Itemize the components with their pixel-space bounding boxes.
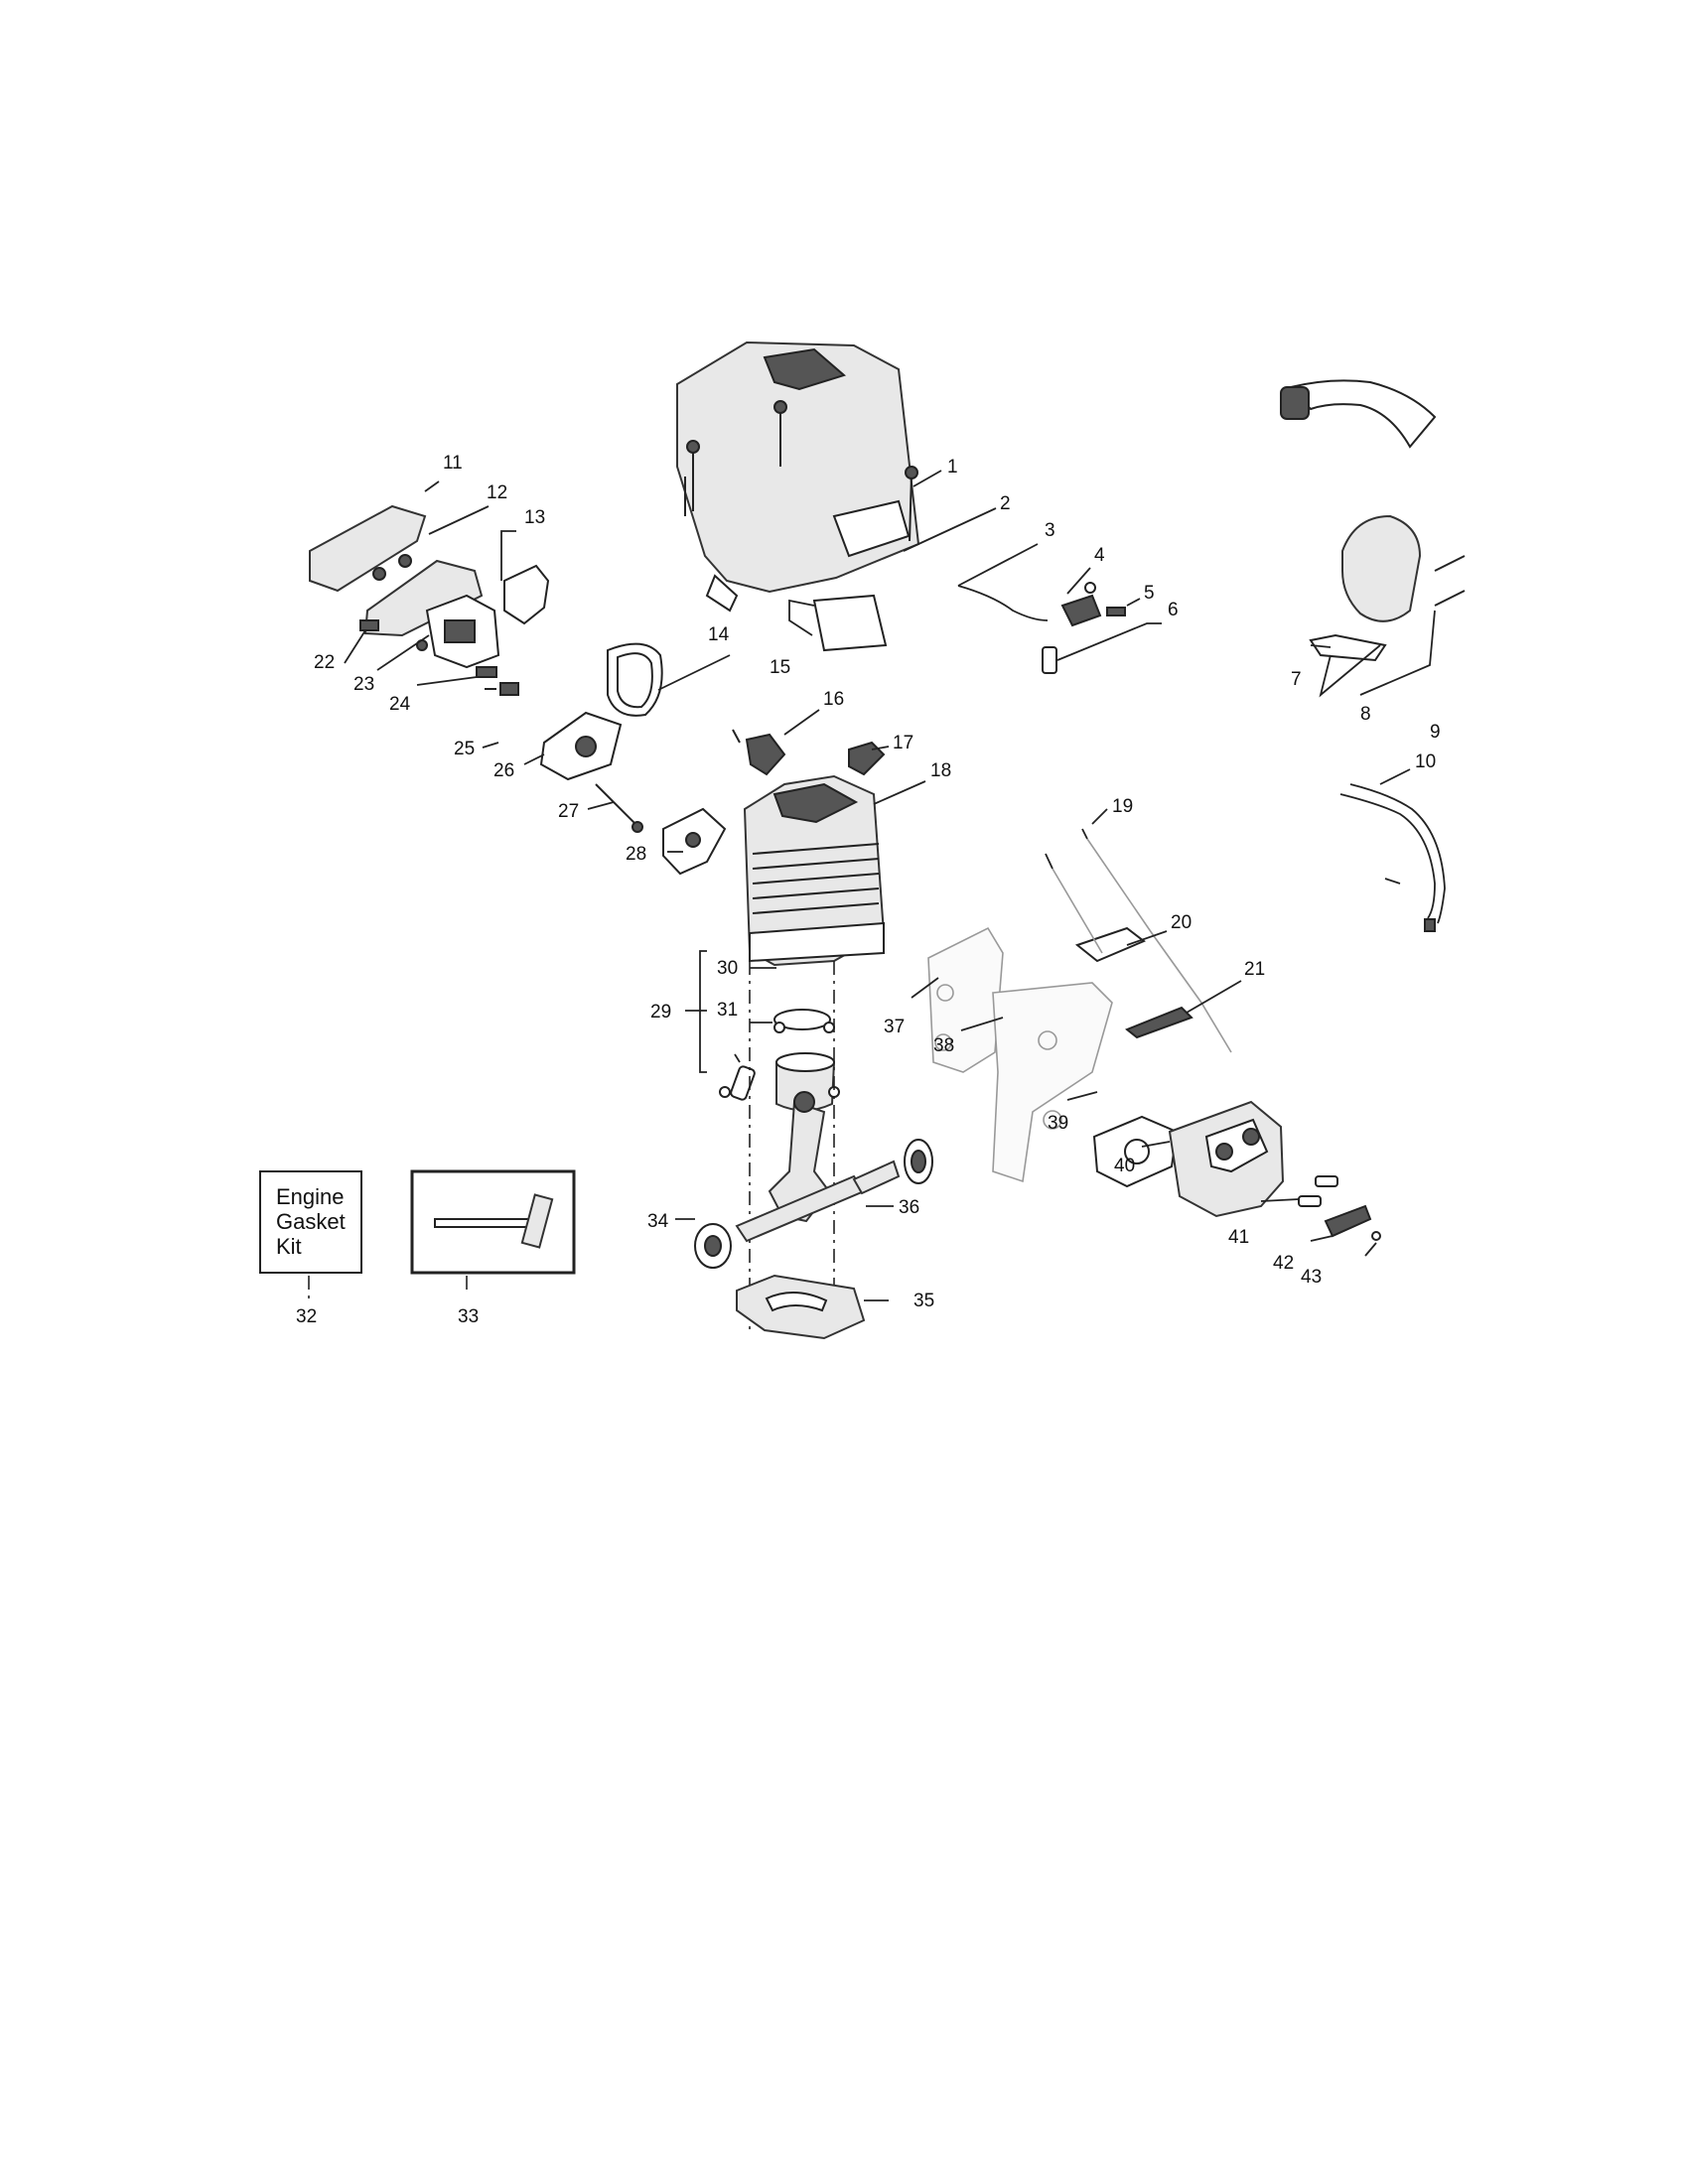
callout-25: 25 [454, 739, 475, 759]
ignition-lead [1289, 379, 1437, 449]
crankshaft [735, 1091, 901, 1243]
deflector-38 [992, 982, 1113, 1183]
wire-a [1339, 793, 1436, 919]
callout-18: 18 [930, 760, 951, 781]
callout-38: 38 [933, 1035, 954, 1056]
cylinder [743, 774, 886, 967]
callout-17: 17 [893, 733, 913, 753]
gasket-kit-line1: Engine [276, 1184, 345, 1209]
wire-b [1349, 783, 1446, 924]
decal [812, 594, 888, 652]
gasket-kit-box [259, 1170, 362, 1274]
callout-13: 13 [524, 507, 545, 528]
callout-28: 28 [626, 844, 646, 865]
bracket-29 [699, 950, 707, 1073]
callout-3: 3 [1045, 520, 1055, 541]
callout-15: 15 [770, 657, 790, 678]
carb-body [444, 619, 476, 643]
screw-41a [1298, 1195, 1322, 1207]
screw-41b [1315, 1175, 1338, 1187]
leader-lines [344, 470, 1436, 1301]
callout-40: 40 [1114, 1156, 1135, 1176]
bearing-right [904, 1139, 933, 1184]
callout-21: 21 [1244, 959, 1265, 980]
callout-34: 34 [647, 1211, 669, 1232]
callout-31: 31 [717, 1000, 738, 1021]
plate-20 [1074, 926, 1146, 963]
callout-24: 24 [389, 694, 411, 715]
callout-33: 33 [458, 1306, 479, 1327]
bearing-left [694, 1223, 732, 1269]
cover-screws [684, 400, 918, 542]
callout-5: 5 [1144, 583, 1155, 604]
callout-14: 14 [708, 624, 730, 645]
callout-12: 12 [487, 482, 507, 503]
callout-16: 16 [823, 689, 844, 710]
callout-19: 19 [1112, 796, 1133, 817]
callout-20: 20 [1171, 912, 1192, 933]
callout-41: 41 [1228, 1227, 1249, 1248]
callout-39: 39 [1048, 1113, 1068, 1134]
fuel-line [957, 585, 1049, 621]
muffler [1168, 1100, 1285, 1218]
callout-9: 9 [1430, 722, 1441, 743]
callout-2: 2 [1000, 493, 1011, 514]
callout-8: 8 [1360, 704, 1371, 725]
nut-12a [372, 567, 386, 581]
spark-plug [745, 733, 786, 776]
callout-36: 36 [899, 1197, 919, 1218]
crankcase [736, 1274, 866, 1340]
top-cover [676, 341, 920, 613]
piston-pin [730, 1065, 756, 1101]
spark-boot [848, 741, 886, 776]
bolt-27 [595, 783, 638, 827]
callout-30: 30 [717, 958, 738, 979]
callout-37: 37 [884, 1017, 905, 1037]
bolt-25 [499, 682, 519, 696]
screw-19b [1081, 828, 1088, 840]
callout-27: 27 [558, 801, 579, 822]
gasket-kit-line3: Kit [276, 1234, 302, 1259]
callout-43: 43 [1301, 1267, 1322, 1288]
screw-9a [1434, 555, 1466, 572]
screen-21 [1125, 1006, 1193, 1039]
fitting-24 [476, 666, 497, 678]
nut-43 [1371, 1231, 1381, 1241]
callout-7: 7 [1291, 669, 1302, 690]
ignition-module [1341, 514, 1422, 622]
callout-32: 32 [296, 1306, 317, 1327]
bracket-7 [1309, 633, 1387, 662]
callout-11: 11 [443, 453, 463, 474]
callout-22: 22 [314, 652, 335, 673]
callout-labels: 1 2 3 4 5 6 7 8 9 10 11 12 13 14 15 16 1… [296, 453, 1441, 1327]
intake-elbow [503, 564, 550, 625]
callout-4: 4 [1094, 545, 1105, 566]
filter-bracket [363, 559, 484, 637]
callout-42: 42 [1273, 1253, 1294, 1274]
fitting-4 [1060, 594, 1102, 627]
callout-23: 23 [353, 674, 374, 695]
callout-6: 6 [1168, 600, 1179, 620]
piston-ring [773, 1009, 831, 1030]
screw-9b [1434, 590, 1466, 607]
gasket-kit-line2: Gasket [276, 1209, 346, 1234]
callout-1: 1 [947, 457, 958, 478]
screw-19a [1045, 853, 1053, 870]
scrench-tool [434, 1218, 532, 1228]
plate-42 [1324, 1204, 1372, 1238]
fuel-filter-6 [1042, 646, 1057, 674]
fitting-22 [359, 619, 379, 631]
callout-35: 35 [913, 1291, 934, 1311]
callout-10: 10 [1415, 751, 1436, 772]
callout-29: 29 [650, 1002, 671, 1023]
nut-12b [398, 554, 412, 568]
callout-26: 26 [493, 760, 514, 781]
fitting-5 [1106, 607, 1126, 616]
air-filter-cover [309, 504, 427, 593]
